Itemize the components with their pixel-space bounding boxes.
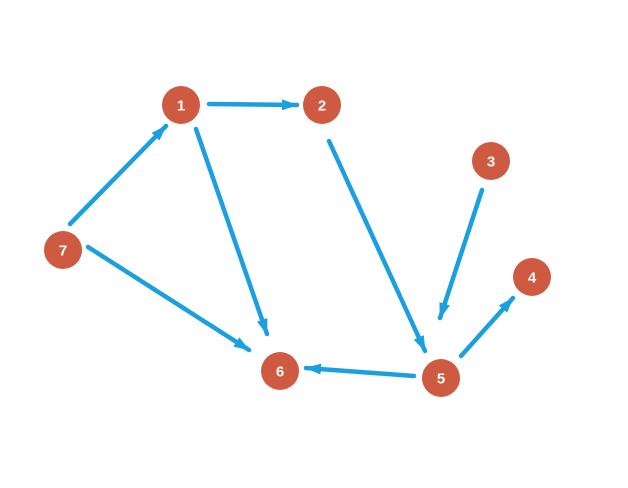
graph-node-circle-4 xyxy=(513,258,551,296)
graph-edge-5-6 xyxy=(303,363,417,379)
graph-node-4: 4 xyxy=(513,258,551,296)
graph-node-5: 5 xyxy=(422,359,460,397)
graph-edge-7-6 xyxy=(85,244,252,353)
graph-node-circle-1 xyxy=(162,86,200,124)
graph-edge-1-2 xyxy=(206,99,300,111)
graph-node-circle-7 xyxy=(44,231,82,269)
graph-edge-5-4 xyxy=(458,295,516,359)
graph-node-circle-6 xyxy=(261,352,299,390)
graph-node-2: 2 xyxy=(303,86,341,124)
graph-node-circle-2 xyxy=(303,86,341,124)
graph-edge-7-1 xyxy=(67,123,169,227)
graph-node-1: 1 xyxy=(162,86,200,124)
graph-node-3: 3 xyxy=(472,142,510,180)
graph-node-circle-5 xyxy=(422,359,460,397)
graph-edge-2-5 xyxy=(326,138,428,354)
graph-node-7: 7 xyxy=(44,231,82,269)
graph-edge-3-5 xyxy=(437,187,485,321)
graph-node-circle-3 xyxy=(472,142,510,180)
graph-node-6: 6 xyxy=(261,352,299,390)
graph-edge-1-6 xyxy=(193,126,270,337)
